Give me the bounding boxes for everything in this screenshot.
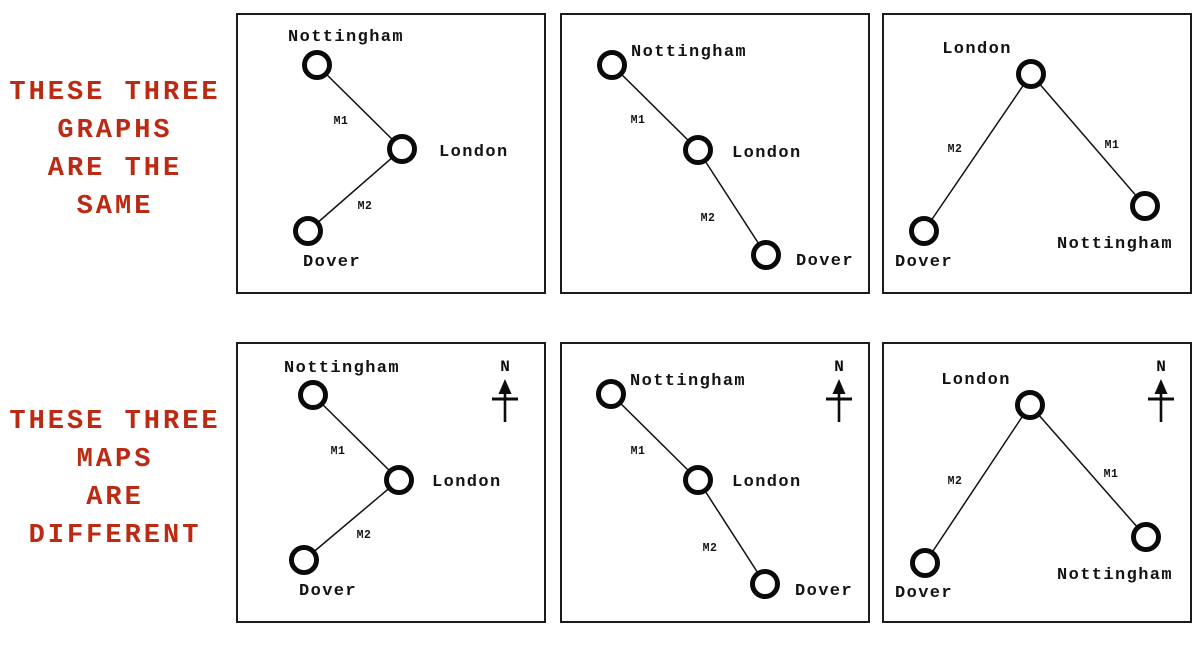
node-label-nottingham: Nottingham	[1057, 566, 1173, 585]
node-label-london: London	[732, 473, 802, 492]
caption-maps-different: THESE THREE MAPS ARE DIFFERENT	[0, 403, 230, 555]
node-label-dover: Dover	[895, 584, 953, 603]
caption-line: THESE THREE	[9, 407, 221, 437]
edge-label-m2: M2	[358, 200, 373, 213]
node-label-nottingham: Nottingham	[288, 28, 404, 47]
caption-line: ARE	[86, 483, 144, 513]
node-london	[1015, 390, 1045, 420]
node-london	[1016, 59, 1046, 89]
edge-label-m1: M1	[331, 445, 346, 458]
node-label-nottingham: Nottingham	[284, 359, 400, 378]
node-london	[683, 135, 713, 165]
edge-m2	[303, 479, 400, 561]
edge-m2	[307, 148, 403, 232]
compass-north-indicator: N	[1148, 358, 1174, 422]
node-london	[387, 134, 417, 164]
node-label-london: London	[732, 144, 802, 163]
node-london	[683, 465, 713, 495]
edge-m1	[1029, 404, 1147, 538]
compass-arrow-head-icon	[832, 379, 846, 394]
node-label-london: London	[432, 473, 502, 492]
edge-label-m1: M1	[631, 114, 646, 127]
edge-label-m2: M2	[701, 212, 716, 225]
node-dover	[293, 216, 323, 246]
node-label-dover: Dover	[796, 252, 854, 271]
caption-line: DIFFERENT	[28, 521, 202, 551]
node-nottingham	[1131, 522, 1161, 552]
compass-north-indicator: N	[826, 358, 852, 422]
caption-line: GRAPHS	[57, 116, 173, 146]
node-label-nottingham: Nottingham	[630, 372, 746, 391]
edge-m1	[1030, 73, 1146, 207]
edge-label-m2: M2	[703, 542, 718, 555]
node-nottingham	[302, 50, 332, 80]
edge-label-m1: M1	[1104, 468, 1119, 481]
compass-arrow-head-icon	[1154, 379, 1168, 394]
edge-m1	[610, 393, 699, 481]
compass-north-indicator: N	[492, 358, 518, 422]
node-nottingham	[596, 379, 626, 409]
node-label-london: London	[439, 143, 509, 162]
compass-arrow-head-icon	[498, 379, 512, 394]
node-dover	[750, 569, 780, 599]
node-label-london: London	[942, 40, 1012, 59]
node-dover	[909, 216, 939, 246]
node-label-dover: Dover	[895, 253, 953, 272]
edge-label-m2: M2	[948, 143, 963, 156]
node-dover	[751, 240, 781, 270]
edge-label-m1: M1	[631, 445, 646, 458]
compass-n-label: N	[834, 358, 844, 376]
caption-line: THESE THREE	[9, 78, 221, 108]
node-label-dover: Dover	[795, 582, 853, 601]
edge-m2	[924, 404, 1031, 564]
caption-line: MAPS	[76, 445, 154, 475]
compass-n-label: N	[1156, 358, 1166, 376]
edge-label-m1: M1	[334, 115, 349, 128]
node-label-dover: Dover	[299, 582, 357, 601]
compass-n-label: N	[500, 358, 510, 376]
caption-line: ARE THE	[47, 154, 183, 184]
node-label-london: London	[941, 371, 1011, 390]
node-dover	[289, 545, 319, 575]
node-label-dover: Dover	[303, 253, 361, 272]
node-nottingham	[1130, 191, 1160, 221]
node-london	[384, 465, 414, 495]
edge-label-m2: M2	[357, 529, 372, 542]
node-nottingham	[597, 50, 627, 80]
node-nottingham	[298, 380, 328, 410]
edge-m1	[316, 64, 403, 150]
node-label-nottingham: Nottingham	[1057, 235, 1173, 254]
edge-m1	[312, 394, 400, 481]
node-dover	[910, 548, 940, 578]
edge-label-m1: M1	[1105, 139, 1120, 152]
edge-m2	[697, 149, 767, 256]
edge-m2	[697, 479, 766, 585]
caption-graphs-same: THESE THREE GRAPHS ARE THE SAME	[0, 74, 230, 226]
edge-m2	[923, 73, 1032, 232]
caption-line: SAME	[76, 192, 154, 222]
node-label-nottingham: Nottingham	[631, 43, 747, 62]
edge-m1	[611, 64, 699, 151]
edge-label-m2: M2	[948, 475, 963, 488]
